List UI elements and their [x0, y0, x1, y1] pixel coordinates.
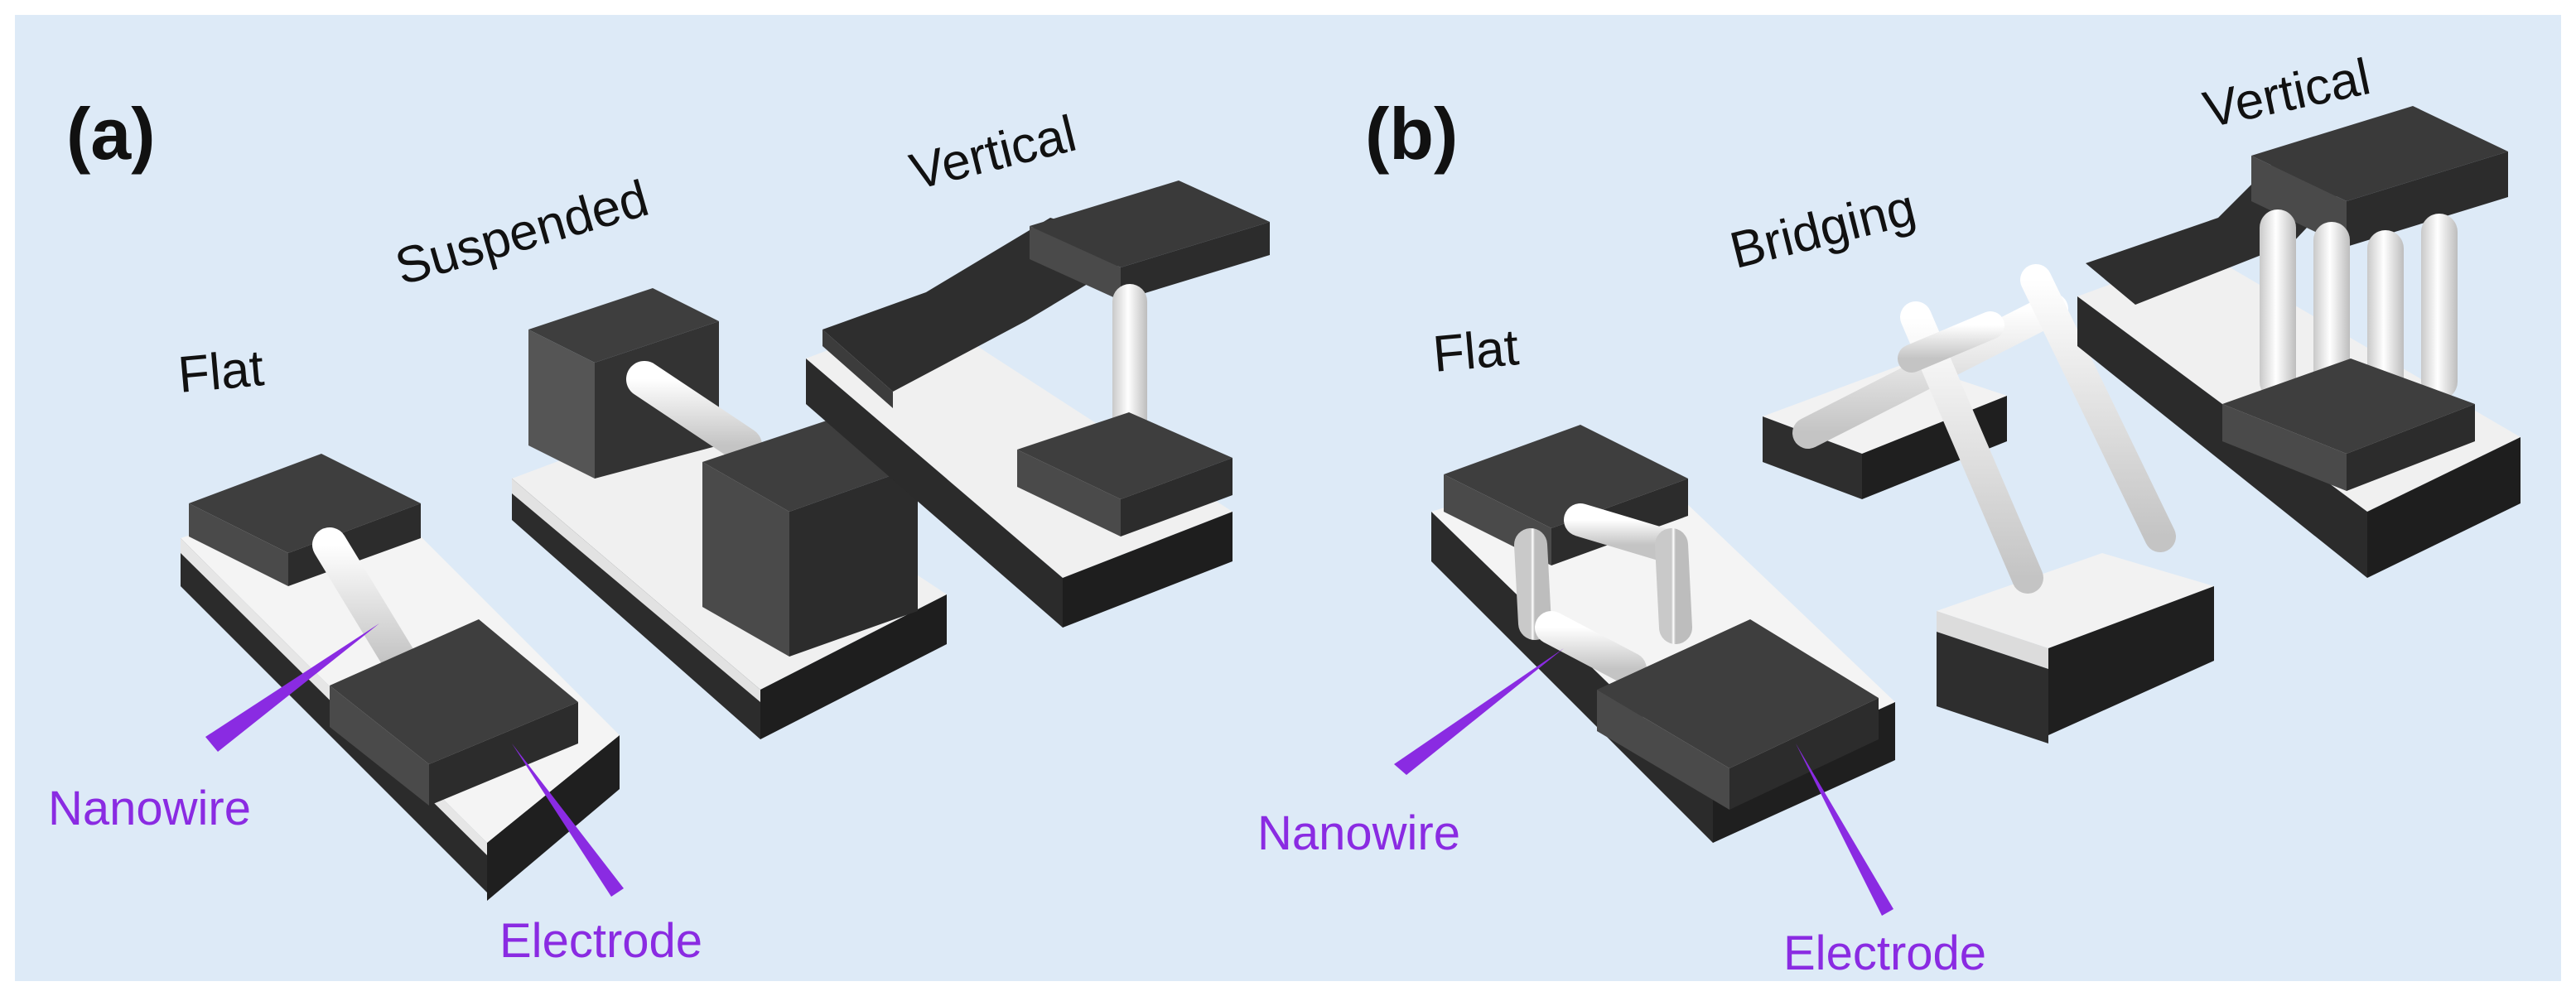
b-callout-nanowire: Nanowire	[1257, 806, 1460, 860]
b-bridging-nanowire-3	[2020, 264, 2176, 552]
a-callout-nanowire: Nanowire	[48, 782, 251, 835]
b-flat-device	[1394, 425, 1895, 916]
b-vertical-nanowire-1	[2260, 209, 2296, 400]
a-suspended-nanowire	[626, 361, 762, 464]
a-suspended-device	[512, 288, 947, 739]
b-vertical-nanowire-3	[2367, 230, 2404, 412]
b-bridging-nanowire-4	[1898, 311, 2004, 373]
b-electrode-pointer	[1796, 743, 1893, 916]
a-nanowire-pointer	[205, 623, 379, 752]
figure: (a) (b) Flat Suspended Vertical Flat Bri…	[15, 15, 2561, 981]
b-callout-electrode: Electrode	[1783, 926, 1987, 980]
a-flat-electrode-back-top	[189, 454, 421, 553]
a-vertical-nanowire	[1112, 284, 1147, 454]
a-flat-nanowire	[312, 527, 417, 678]
panel-b-label: (b)	[1365, 93, 1459, 175]
a-vertical-device	[806, 180, 1270, 628]
a-vertical-top-electrode	[1030, 180, 1270, 267]
a-flat-substrate-right	[487, 735, 620, 901]
b-flat-nanowire-1	[1514, 528, 1551, 640]
panel-a-label: (a)	[66, 93, 156, 175]
b-vertical-top-electrode	[2251, 106, 2508, 201]
a-flat-device	[181, 454, 624, 901]
b-flat-nanowire-2	[1564, 503, 1680, 561]
b-bridging-device	[1763, 264, 2214, 743]
a-callout-electrode: Electrode	[499, 914, 703, 968]
a-config-flat-label: Flat	[176, 339, 267, 404]
a-electrode-pointer	[512, 743, 624, 897]
b-flat-nanowire-3	[1655, 528, 1692, 644]
b-vertical-device	[2077, 106, 2521, 578]
b-flat-nanowire-4	[1535, 611, 1647, 686]
b-vertical-nanowire-4	[2421, 214, 2458, 400]
b-nanowire-pointer	[1394, 648, 1564, 775]
b-config-flat-label: Flat	[1430, 319, 1522, 383]
illustration	[181, 106, 2521, 916]
